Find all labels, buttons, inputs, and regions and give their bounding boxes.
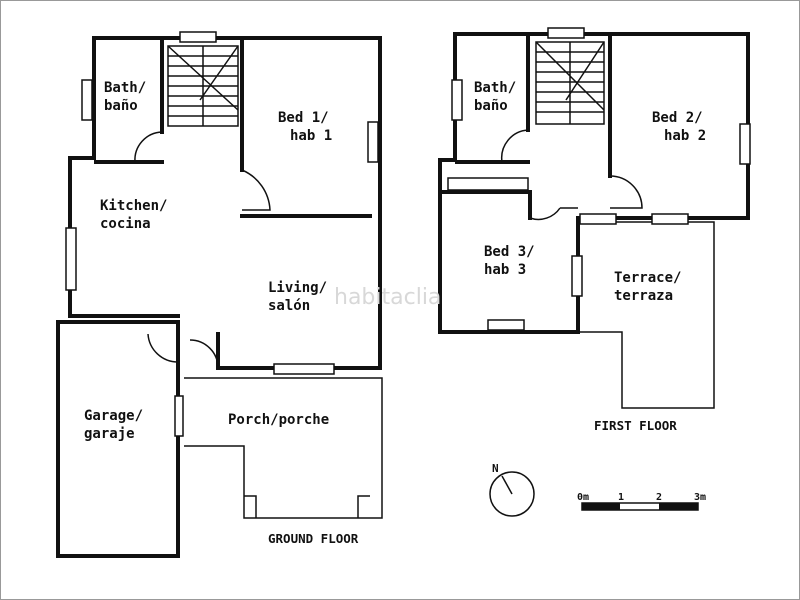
watermark-text: habitaclia [334,285,441,310]
room-label-first-bath: Bath/ baño [474,80,525,114]
ground-floor-plan [56,31,383,558]
scale-tick-2: 2 [656,492,662,503]
ground-porch-outline [184,377,383,519]
room-label-ground-bath: Bath/ baño [104,80,155,114]
first-wall-bed3-top [440,190,532,220]
ground-bed1-door-swing [241,169,271,211]
ground-porch-door-swing [189,339,219,369]
ground-garage-walls [56,320,180,558]
ground-window-bed1 [367,121,379,163]
room-label-bed1: Bed 1/ hab 1 [278,110,337,144]
first-floor-plan [438,27,751,409]
compass: N [489,462,535,517]
room-label-porch: Porch/porche [228,412,329,428]
room-label-bed3: Bed 3/ hab 3 [484,244,543,278]
scale-bar-segment-1 [582,503,620,510]
first-staircase [535,41,605,125]
scale-tick-1: 1 [618,492,624,503]
scale-tick-0: 0m [577,492,589,503]
room-label-bed2: Bed 2/ hab 2 [652,110,711,144]
room-label-garage: Garage/ garaje [84,408,151,442]
ground-garage-door-swing [147,333,179,363]
ground-staircase [167,45,239,127]
compass-north-label: N [492,462,499,475]
room-label-terrace: Terrace/ terraza [614,270,690,304]
ground-window-bath [81,79,93,121]
first-floor-title: FIRST FLOOR [594,418,677,433]
first-window-bed2 [739,123,751,165]
ground-window-kitchen [65,227,77,291]
first-window-terrace-left [579,213,617,225]
first-window-top [547,27,585,39]
first-window-bath [451,79,463,121]
ground-porch-columns [244,495,370,518]
ground-window-top [179,31,217,43]
room-label-kitchen: Kitchen/ cocina [100,198,176,232]
scale-bar: 0m 1 2 3m [577,492,706,511]
scale-bar-segment-3 [659,503,698,510]
first-bed2-door-swing [609,175,643,209]
first-bath-door-swing [500,129,529,163]
first-window-bed3-bottom [487,319,525,331]
room-label-living: Living/ salón [268,280,335,314]
ground-bath-door-swing [134,131,163,163]
north-arrow-icon [501,475,513,495]
ground-floor-title: GROUND FLOOR [268,531,359,546]
ground-window-living [273,363,335,375]
first-terrace-outline [578,221,715,409]
first-window-bed3 [571,255,583,297]
ground-window-garage [174,395,184,437]
scale-tick-3: 3m [694,492,706,503]
first-bed3-door-swing [529,207,578,221]
first-window-terrace-right [651,213,689,225]
